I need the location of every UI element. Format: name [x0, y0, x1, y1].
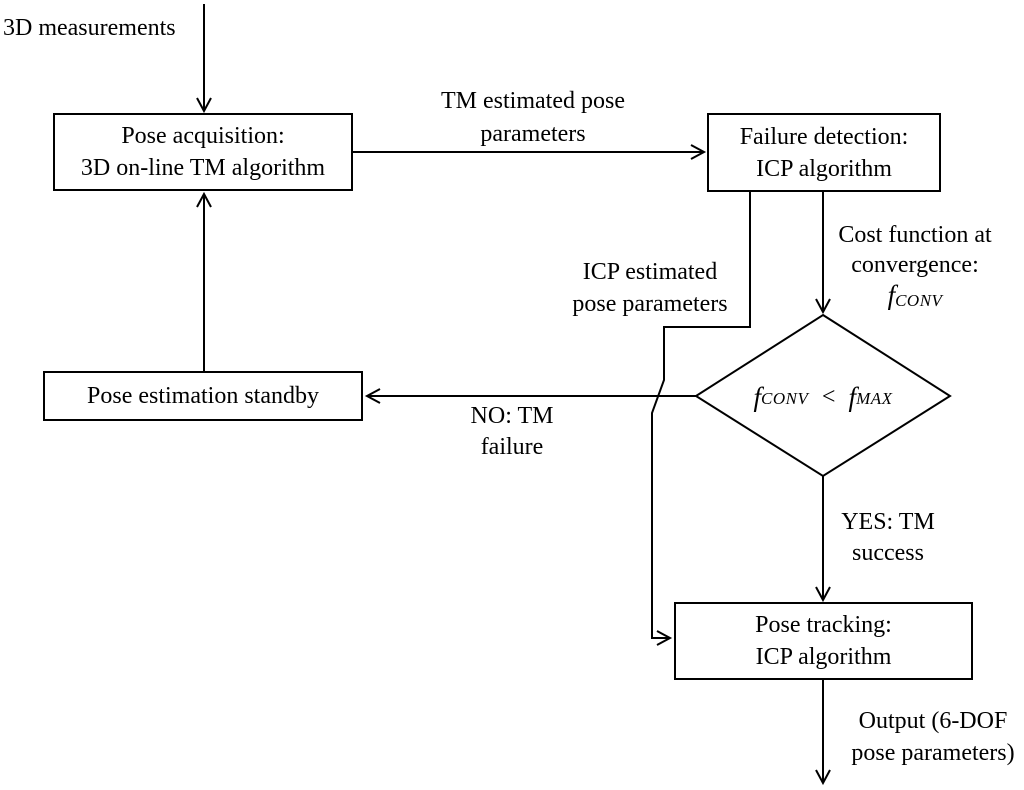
output-label-line2: pose parameters) [851, 740, 1015, 766]
cost-function-f: f [887, 280, 896, 310]
yes-branch-label-line1: YES: TM [841, 509, 935, 535]
connector-icp-feedback [651, 192, 751, 646]
node-pose-acquisition-line2: 3D on-line TM algorithm [80, 155, 326, 181]
connector-output [815, 680, 831, 786]
tm-estimated-label: TM estimated pose parameters [408, 85, 658, 151]
node-pose-acquisition: Pose acquisition: 3D on-line TM algorith… [53, 113, 353, 191]
decision-lhs-sub: CONV [761, 389, 809, 408]
node-pose-tracking: Pose tracking: ICP algorithm [674, 602, 973, 680]
no-branch-label: NO: TM failure [437, 401, 587, 463]
icp-estimated-label-line1: ICP estimated [582, 259, 718, 285]
decision-lhs-f: f [753, 381, 761, 412]
arrow-right-icon [656, 630, 673, 646]
node-pose-acquisition-line1: Pose acquisition: [121, 123, 285, 149]
arrow-down-icon [196, 97, 212, 114]
arrow-down-icon [815, 298, 831, 315]
cost-function-label-line1: Cost function at [838, 222, 992, 248]
yes-branch-label: YES: TM success [813, 507, 963, 569]
input-label: 3D measurements [3, 15, 176, 41]
connector-icp-feedback-line [651, 192, 751, 639]
node-pose-tracking-line2: ICP algorithm [755, 644, 892, 670]
connector-input [196, 4, 212, 114]
arrow-left-icon [364, 388, 381, 404]
node-pose-estimation-standby-line1: Pose estimation standby [87, 383, 319, 409]
arrow-down-icon [815, 586, 831, 603]
output-label: Output (6-DOF pose parameters) [833, 705, 1024, 769]
connector-standby-loop [196, 191, 212, 371]
node-failure-detection: Failure detection: ICP algorithm [707, 113, 941, 192]
connector-cost [815, 192, 831, 315]
output-label-line1: Output (6-DOF [858, 708, 1008, 734]
cost-function-label: Cost function at convergence: fCONV [815, 220, 1015, 314]
node-failure-detection-line1: Failure detection: [739, 123, 909, 150]
node-pose-estimation-standby: Pose estimation standby [43, 371, 363, 421]
cost-function-label-line2: convergence: [851, 252, 979, 278]
decision-diamond [694, 313, 952, 478]
node-pose-tracking-line1: Pose tracking: [755, 612, 892, 638]
connector-yes [815, 476, 831, 603]
no-branch-label-line1: NO: TM [470, 403, 554, 429]
tm-estimated-label-line2: parameters [480, 121, 586, 147]
decision-rhs-sub: MAX [856, 389, 893, 408]
decision-operator: < [820, 383, 837, 410]
arrow-down-icon [815, 769, 831, 786]
arrow-up-icon [196, 191, 212, 208]
decision-rhs-f: f [848, 381, 857, 412]
node-failure-detection-line2: ICP algorithm [756, 155, 892, 182]
connector-tm-pose [353, 144, 707, 160]
icp-estimated-label-line2: pose parameters [572, 291, 728, 317]
cost-function-sub: CONV [895, 291, 943, 310]
tm-estimated-label-line1: TM estimated pose [441, 88, 625, 114]
connector-no [364, 388, 696, 404]
icp-estimated-label: ICP estimated pose parameters [550, 256, 750, 320]
cost-function-symbol: fCONV [815, 280, 1015, 314]
yes-branch-label-line2: success [852, 540, 924, 566]
no-branch-label-line2: failure [480, 434, 544, 460]
arrow-right-icon [690, 144, 707, 160]
